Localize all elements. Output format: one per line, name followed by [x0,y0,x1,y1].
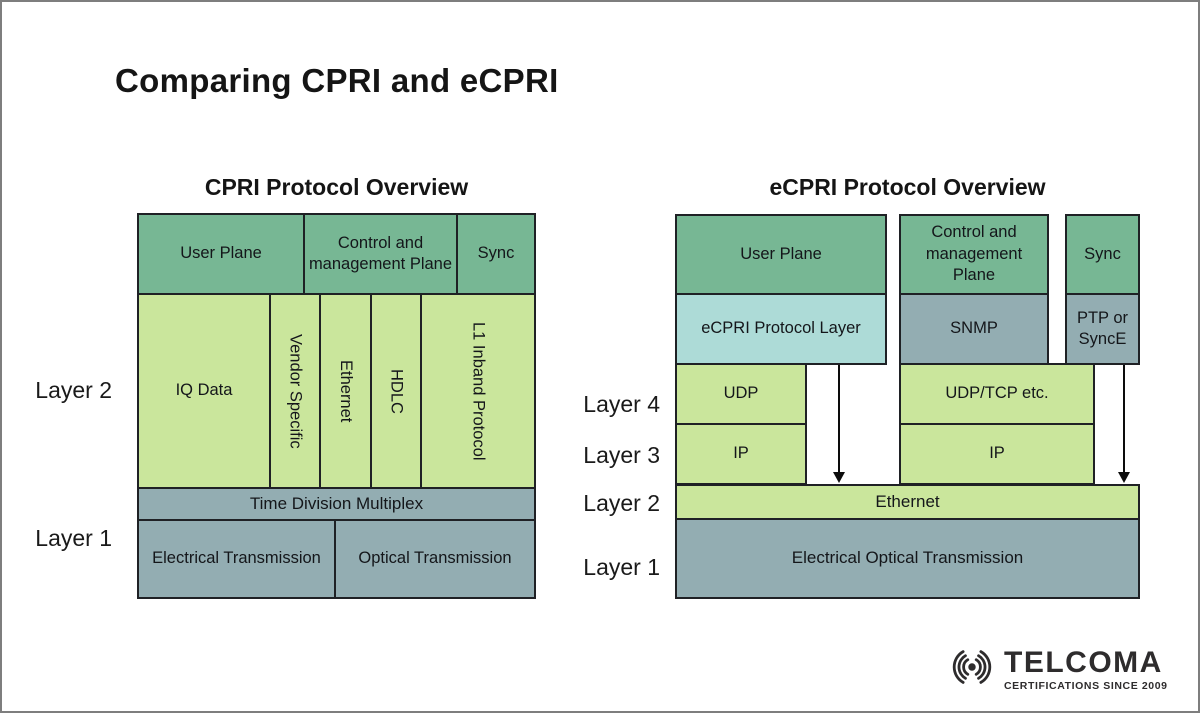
ecpri-sync-bypass-arrowhead-icon [1118,472,1130,483]
ecpri-sync-bypass-arrow [1123,365,1125,473]
cpri-l1-inband-cell: L1 Inband Protocol [420,293,536,489]
ecpri-protocol-layer-cell: eCPRI Protocol Layer [675,293,887,365]
cpri-sync-cell: Sync [456,213,536,295]
radio-waves-icon [944,646,1000,693]
cpri-optical-transmission-cell: Optical Transmission [334,519,536,599]
cpri-ethernet-cell: Ethernet [319,293,372,489]
cpri-layer2-label: Layer 2 [35,377,112,403]
ecpri-user-plane-bypass-arrow [838,365,840,473]
ecpri-user-plane-cell: User Plane [675,214,887,295]
ecpri-layer4-label: Layer 4 [583,391,660,417]
logo-tagline: CERTIFICATIONS SINCE 2009 [1004,679,1168,692]
ecpri-snmp-cell: SNMP [899,293,1049,365]
cpri-iq-data-cell: IQ Data [137,293,271,489]
ecpri-udp-cell: UDP [675,363,807,425]
ecpri-layer3-label: Layer 3 [583,442,660,468]
ecpri-layer1-label: Layer 1 [583,554,660,580]
ecpri-ethernet-cell: Ethernet [675,484,1140,520]
ecpri-heading: eCPRI Protocol Overview [769,174,1046,200]
ecpri-layer2-label: Layer 2 [583,490,660,516]
cpri-tdm-cell: Time Division Multiplex [137,487,536,521]
ecpri-user-plane-bypass-arrowhead-icon [833,472,845,483]
cpri-electrical-transmission-cell: Electrical Transmission [137,519,336,599]
cpri-user-plane-cell: User Plane [137,213,305,295]
ecpri-eot-cell: Electrical Optical Transmission [675,518,1140,599]
ecpri-ip-left-cell: IP [675,423,807,485]
cpri-hdlc-cell: HDLC [370,293,422,489]
logo-brand-name: TELCOMA [1004,645,1163,679]
ecpri-control-plane-cell: Control and management Plane [899,214,1049,295]
ecpri-udp-tcp-cell: UDP/TCP etc. [899,363,1095,425]
ecpri-sync-cell: Sync [1065,214,1140,295]
ecpri-ptp-synce-cell: PTP or SyncE [1065,293,1140,365]
cpri-control-plane-cell: Control and management Plane [303,213,458,295]
cpri-vendor-specific-cell: Vendor Specific [269,293,321,489]
ecpri-ip-right-cell: IP [899,423,1095,485]
cpri-heading: CPRI Protocol Overview [204,174,469,200]
telcoma-logo: TELCOMA CERTIFICATIONS SINCE 2009 [944,646,1168,693]
page-title: Comparing CPRI and eCPRI [115,62,559,99]
cpri-layer1-label: Layer 1 [35,525,112,551]
